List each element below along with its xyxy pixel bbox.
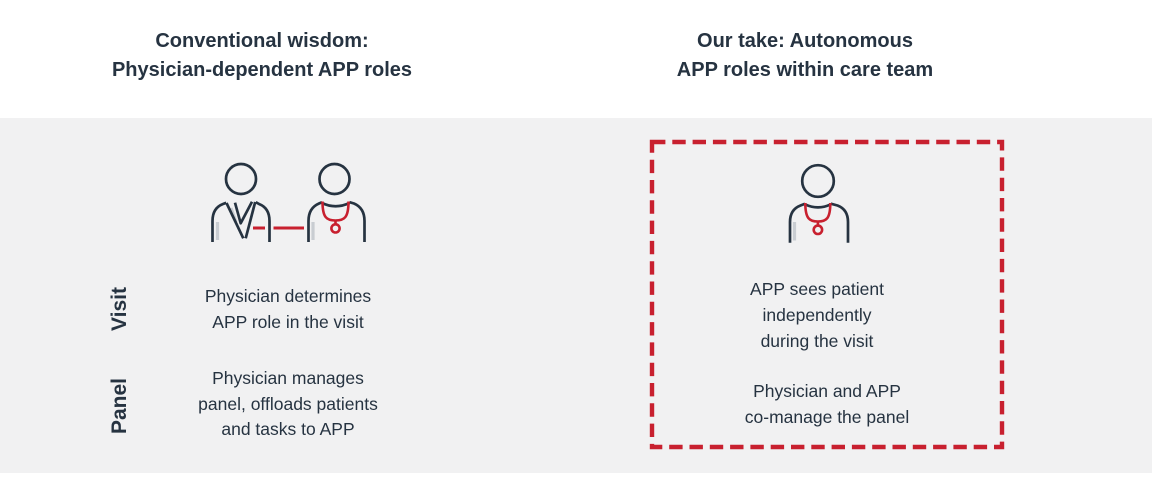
left-column-title: Conventional wisdom: Physician-dependent… (111, 30, 413, 81)
app-neckline (321, 201, 351, 208)
content-band (0, 118, 1152, 473)
app-left-arm (307, 200, 323, 242)
row-label-visit: Visit (108, 287, 131, 331)
app-icon (788, 163, 850, 243)
right-column-title: Our take: Autonomous APP roles within ca… (676, 30, 934, 81)
highlight-dashed-border (649, 139, 1005, 450)
physician-icon (211, 162, 271, 242)
right-text-visit: APP sees patient independently during th… (750, 279, 884, 351)
stethoscope-icon (321, 201, 350, 234)
app-head (800, 163, 836, 199)
stethoscope-icon (804, 202, 832, 236)
physician-collar (233, 201, 254, 225)
app-right-arm (349, 200, 366, 242)
stethoscope-chestpiece (330, 223, 341, 234)
physician-lapel-right (244, 201, 257, 239)
dashed-rect (649, 139, 1005, 450)
visit-row-text: Physician determines APP role in the vis… (204, 286, 372, 332)
app-left-arm (788, 202, 806, 243)
app-clinician-icon (788, 163, 850, 243)
app-neckline (804, 203, 832, 209)
panel-row-text: Physician manages panel, offloads patien… (198, 368, 378, 439)
physician-right-arm (255, 201, 271, 242)
physician-head (224, 162, 258, 196)
app-head (318, 162, 351, 196)
physician-lapel-left (225, 202, 245, 239)
app-right-arm (830, 202, 850, 243)
physician-and-app-linked-icon (211, 162, 366, 242)
physician-left-arm (211, 201, 227, 242)
row-label-panel: Panel (108, 377, 131, 435)
right-text-panel: Physician and APP co-manage the panel (744, 381, 910, 427)
stethoscope-chestpiece (812, 224, 824, 236)
app-icon (307, 162, 366, 242)
